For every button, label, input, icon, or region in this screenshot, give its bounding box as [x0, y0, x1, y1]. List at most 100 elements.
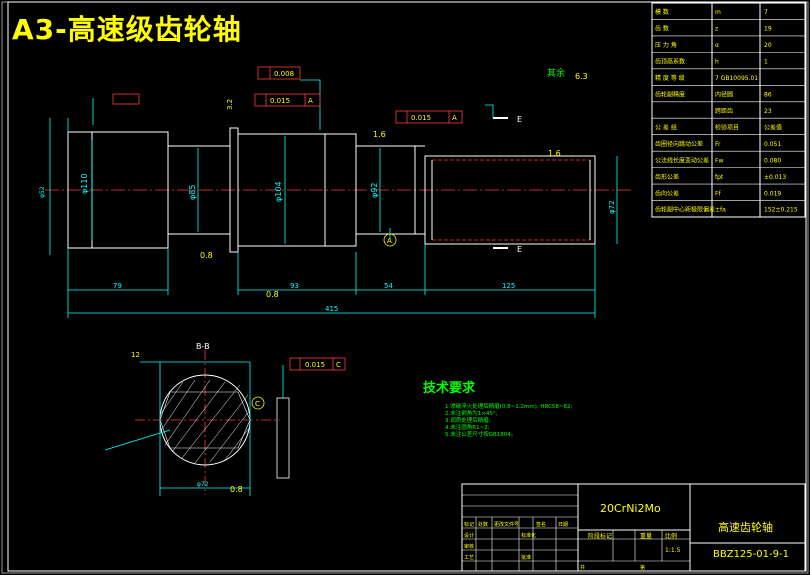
tol-value-d: 0.015: [305, 361, 325, 369]
svg-text:更改文件号: 更改文件号: [494, 521, 519, 528]
tech-line-1: 1.渗碳淬火处理后精磨(0.8~1.2mm), HRC58~62;: [445, 402, 572, 410]
tol-value-a: 0.008: [274, 70, 294, 78]
tech-requirements: 技术要求 1.渗碳淬火处理后精磨(0.8~1.2mm), HRC58~62; 2…: [423, 380, 572, 438]
svg-text:签名: 签名: [536, 521, 546, 528]
param-value: 23: [764, 108, 772, 115]
param-name: 齿向公差: [655, 189, 679, 197]
svg-text:批准: 批准: [521, 554, 531, 561]
param-symbol: α: [715, 42, 719, 49]
shaft-main-view: [45, 79, 632, 318]
param-value: 152±0.215: [764, 207, 798, 214]
tol-frame-gear: [395, 110, 463, 124]
dim-d104: φ104: [274, 181, 283, 202]
param-symbol: 内径圆: [715, 91, 733, 99]
param-symbol: Fw: [715, 157, 723, 164]
param-value: 0.051: [764, 141, 781, 148]
dim-bottom-width: φ72: [197, 481, 209, 488]
tech-heading: 技术要求: [423, 380, 476, 396]
dim-outer-right: φ72: [608, 200, 616, 214]
tb-material: 20CrNi2Mo: [600, 502, 661, 515]
sheet-title: A3-高速级齿轮轴: [12, 13, 242, 46]
dim-len-125: 125: [502, 282, 515, 290]
dim-len-415: 415: [325, 305, 338, 313]
tol-frame-datum-a: [254, 93, 321, 107]
tech-line-5: 5.未注公差尺寸按GB1804。: [445, 430, 516, 438]
dim-d85: φ85: [188, 185, 197, 200]
svg-text:审核: 审核: [464, 543, 474, 550]
param-name: 压 力 角: [655, 41, 677, 49]
param-value: 86: [764, 92, 772, 99]
dim-d110: φ110: [80, 173, 89, 194]
tech-line-4: 4.未注圆角R1~2;: [445, 423, 490, 431]
main-view-labels: φ110 φ85 φ104 φ92 φ52 φ72 79 93 54 125 4…: [39, 66, 616, 313]
param-value: 1: [764, 59, 768, 66]
param-name: 公 差 组: [655, 123, 677, 131]
roughness-0-8-c: 0.8: [230, 485, 243, 494]
tol-value-c: 0.015: [411, 114, 431, 122]
roughness-0-8-a: 0.8: [200, 251, 213, 260]
param-value: ±0.013: [764, 174, 786, 181]
svg-text:设计: 设计: [464, 532, 474, 539]
svg-text:标准化: 标准化: [521, 532, 536, 539]
param-name: 精 度 等 级: [655, 74, 685, 82]
param-value: 20: [764, 42, 772, 49]
param-symbol: ±fa: [715, 207, 726, 214]
svg-text:标记: 标记: [464, 521, 474, 528]
roughness-6-3: 6.3: [575, 72, 588, 81]
param-name: 模 数: [655, 8, 669, 16]
tech-line-2: 2.未注倒角为1×45°;: [445, 409, 498, 417]
tb-scale: 1:1.5: [665, 547, 681, 554]
param-symbol: h: [715, 59, 719, 66]
datum-a-circle: [383, 233, 397, 247]
param-name: 齿轮副中心距极限偏差: [655, 206, 715, 214]
param-symbol: m: [715, 9, 721, 16]
roughness-3-2: 3.2: [226, 99, 234, 110]
section-view: [104, 350, 290, 496]
param-name: 公法线长度变动公差: [655, 156, 709, 164]
dim-d92: φ92: [370, 183, 379, 198]
dim-outer-left: φ52: [39, 186, 46, 198]
sheet-inner-border: [7, 1, 807, 572]
svg-text:第: 第: [640, 564, 645, 571]
tb-drawing-no: BBZ125-01-9-1: [713, 549, 789, 560]
tol-value-b: 0.015: [270, 97, 290, 105]
param-symbol: 跨距齿: [715, 107, 733, 115]
svg-text:日期: 日期: [558, 522, 568, 528]
param-symbol: Ff: [715, 190, 721, 197]
svg-text:重量: 重量: [640, 532, 652, 540]
param-value: 19: [764, 26, 772, 33]
param-name: 齿顶高系数: [655, 58, 685, 66]
dim-len-54: 54: [384, 282, 393, 290]
tech-line-3: 3.调质处理后精磨;: [445, 416, 491, 424]
section-view-labels: B-B 12 0.8 φ72 C 0.015 C: [131, 342, 346, 494]
svg-text:A: A: [308, 97, 313, 105]
param-symbol: Fr: [715, 141, 721, 148]
svg-text:C: C: [336, 361, 341, 369]
tol-frame-section: [289, 357, 346, 371]
title-block: 20CrNi2Mo 高速齿轮轴 BBZ125-01-9-1 1:1.5 阶段标记…: [461, 483, 806, 572]
param-name: 齿 数: [655, 25, 669, 33]
tol-frame-runout: [257, 66, 301, 80]
shaft-left-journal: [67, 131, 169, 249]
section-label: B-B: [196, 342, 210, 351]
roughness-other-label: 其余: [547, 67, 565, 79]
param-value: 0.080: [764, 157, 781, 164]
param-symbol: fpt: [715, 174, 724, 181]
datum-c: C: [255, 400, 260, 408]
param-value: 0.019: [764, 190, 781, 197]
param-symbol: 检验项目: [715, 123, 739, 131]
svg-text:阶段标记: 阶段标记: [588, 532, 612, 540]
param-name: 齿圈径向跳动公差: [655, 140, 703, 148]
tb-part-name: 高速齿轮轴: [718, 520, 773, 534]
roughness-1-6-a: 1.6: [373, 130, 386, 139]
param-name: 齿轮副精度: [655, 91, 685, 99]
roughness-0-8-b: 0.8: [266, 290, 279, 299]
dim-len-93: 93: [290, 282, 299, 290]
param-value: 公差值: [764, 123, 782, 131]
shaft-gear-section: [424, 155, 596, 245]
section-mark-bottom: E: [517, 245, 522, 254]
param-symbol: 7 GB10095.01: [715, 75, 758, 82]
svg-text:共: 共: [580, 564, 585, 571]
